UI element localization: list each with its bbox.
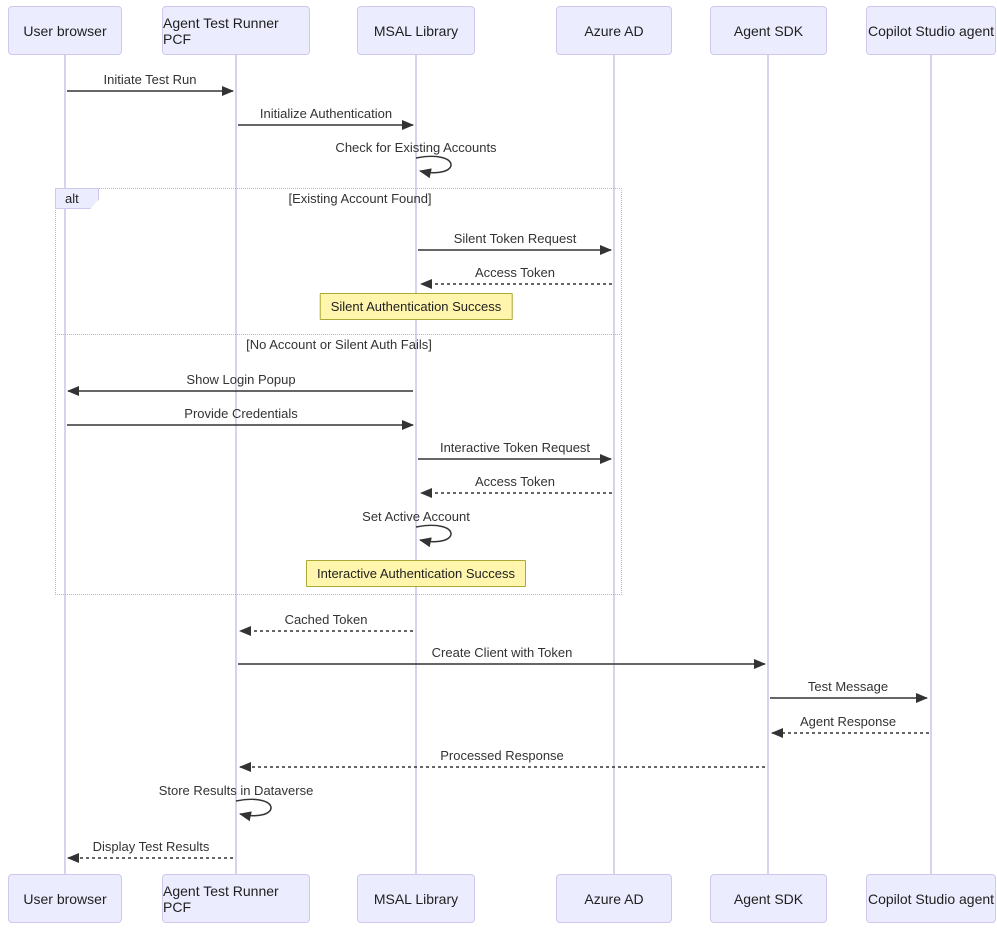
actor-label: Agent Test Runner PCF — [163, 882, 279, 915]
message-label-processed-response: Processed Response — [440, 748, 564, 763]
message-label-initialize-authentication: Initialize Authentication — [259, 106, 393, 121]
message-label-interactive-token-request: Interactive Token Request — [439, 440, 591, 455]
alt-fragment-frame — [55, 188, 622, 595]
actor-label: User browser — [23, 22, 107, 39]
actor-bottom-azure-ad: Azure AD — [556, 874, 672, 923]
message-label-initiate-test-run: Initiate Test Run — [103, 72, 197, 87]
actor-label: Copilot Studio agent — [867, 890, 995, 907]
actor-label: Agent SDK — [733, 890, 804, 907]
message-label-agent-response: Agent Response — [799, 714, 897, 729]
message-label-access-token-silent: Access Token — [475, 265, 555, 280]
alt-condition-existing-account: [Existing Account Found] — [288, 191, 432, 206]
message-label-provide-credentials: Provide Credentials — [184, 406, 298, 421]
alt-fragment-label: alt — [55, 188, 99, 209]
alt-condition-no-account: [No Account or Silent Auth Fails] — [246, 337, 432, 352]
actor-label: Agent SDK — [733, 22, 804, 39]
message-label-display-test-results: Display Test Results — [92, 839, 210, 854]
message-label-store-results-dataverse: Store Results in Dataverse — [158, 783, 314, 798]
actor-label: MSAL Library — [373, 890, 459, 907]
message-label-check-existing-accounts: Check for Existing Accounts — [335, 140, 497, 155]
message-label-show-login-popup: Show Login Popup — [186, 372, 296, 387]
arrow-set-active-account-selfloop — [415, 524, 452, 548]
actor-bottom-user-browser: User browser — [8, 874, 122, 923]
actor-label: Copilot Studio agent — [867, 22, 995, 39]
arrow-check-existing-accounts-selfloop — [415, 155, 452, 179]
note-interactive-auth-success: Interactive Authentication Success — [305, 560, 527, 587]
message-label-set-active-account: Set Active Account — [362, 509, 470, 524]
lifelines — [64, 55, 932, 874]
actor-label: Azure AD — [584, 22, 644, 39]
message-label-silent-token-request: Silent Token Request — [453, 231, 577, 246]
message-label-cached-token: Cached Token — [284, 612, 368, 627]
actor-label: User browser — [23, 890, 107, 907]
arrow-store-results-selfloop — [235, 798, 272, 822]
actor-bottom-msal-library: MSAL Library — [357, 874, 475, 923]
actor-top-azure-ad: Azure AD — [556, 6, 672, 55]
actor-bottom-agent-sdk: Agent SDK — [710, 874, 827, 923]
message-label-access-token-interactive: Access Token — [475, 474, 555, 489]
actor-label: Agent Test Runner PCF — [163, 14, 279, 47]
actor-top-copilot-studio-agent: Copilot Studio agent — [866, 6, 996, 55]
actor-top-agent-sdk: Agent SDK — [710, 6, 827, 55]
alt-fragment-divider — [55, 334, 622, 335]
actor-top-msal-library: MSAL Library — [357, 6, 475, 55]
actor-bottom-copilot-studio-agent: Copilot Studio agent — [866, 874, 996, 923]
message-label-test-message: Test Message — [807, 679, 889, 694]
actor-bottom-agent-test-runner-pcf: Agent Test Runner PCF — [162, 874, 310, 923]
message-label-create-client-with-token: Create Client with Token — [431, 645, 573, 660]
actor-top-user-browser: User browser — [8, 6, 122, 55]
message-arrows — [67, 86, 929, 863]
note-silent-auth-success: Silent Authentication Success — [319, 293, 513, 320]
actor-top-agent-test-runner-pcf: Agent Test Runner PCF — [162, 6, 310, 55]
actor-label: Azure AD — [584, 890, 644, 907]
actor-label: MSAL Library — [373, 22, 459, 39]
